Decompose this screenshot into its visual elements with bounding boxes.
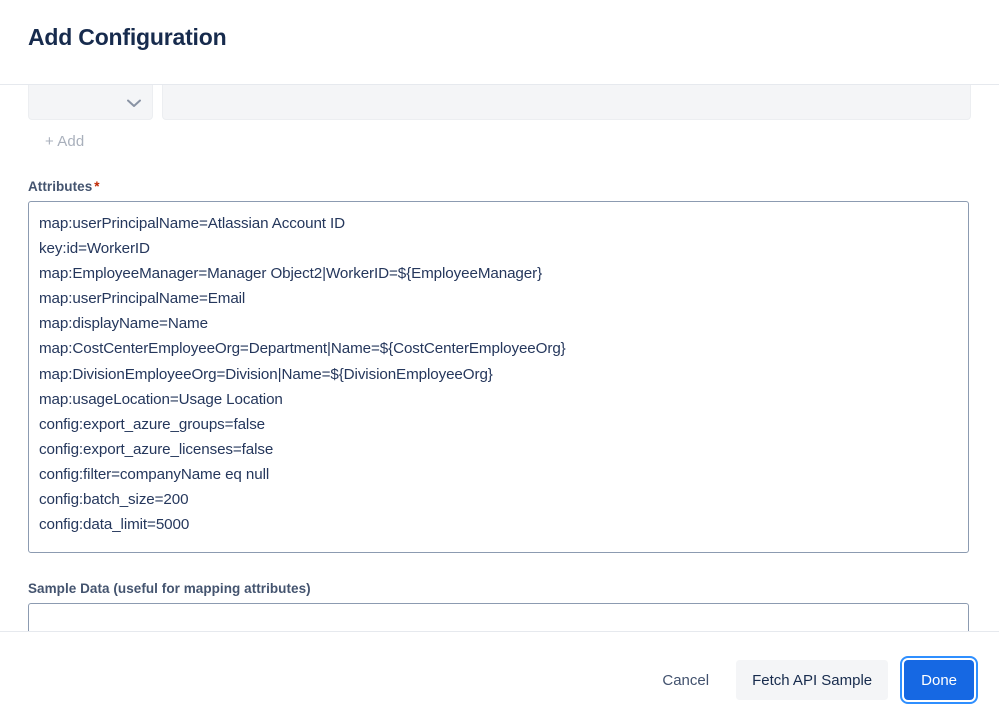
dialog-body: + Add Attributes* map:userPrincipalName=… [0,85,999,631]
attribute-line: config:batch_size=200 [39,491,189,509]
add-mapping-link[interactable]: + Add [45,133,85,150]
attribute-line: config:filter=companyName eq null [39,465,270,483]
attributes-label-text: Attributes [28,179,93,194]
attribute-line: map:userPrincipalName=Atlassian Account … [39,215,346,232]
attributes-label: Attributes* [28,179,971,194]
attribute-line: map:userPrincipalName=Email [39,290,246,308]
mapping-type-select[interactable] [28,85,153,120]
chevron-down-icon [127,96,141,110]
attribute-line: map:CostCenterEmployeeOrg=Department|Nam… [39,340,566,358]
sample-data-input[interactable] [28,603,969,631]
done-button[interactable]: Done [900,656,978,704]
attribute-mapping-row [28,85,971,120]
fetch-api-sample-button[interactable]: Fetch API Sample [736,660,889,700]
page-title: Add Configuration [28,23,227,50]
attribute-line: map:DivisionEmployeeOrg=Division|Name=${… [39,365,493,383]
attribute-line: config:export_azure_licenses=false [39,440,274,458]
required-marker: * [94,179,100,194]
attribute-line: map:EmployeeManager=Manager Object2|Work… [39,265,543,283]
attribute-line: map:usageLocation=Usage Location [39,390,283,408]
attribute-line: config:export_azure_groups=false [39,415,266,433]
attribute-line: key:id=WorkerID [39,240,150,258]
sample-data-label: Sample Data (useful for mapping attribut… [28,581,311,596]
attributes-textarea[interactable]: map:userPrincipalName=Atlassian Account … [28,201,969,553]
attribute-line: config:data_limit=5000 [39,516,190,534]
cancel-button[interactable]: Cancel [648,660,723,700]
mapping-value-input[interactable] [162,85,971,120]
dialog-header: Add Configuration [0,0,999,85]
dialog-footer: Cancel Fetch API Sample Done [0,631,999,728]
attribute-line: map:displayName=Name [39,315,208,333]
